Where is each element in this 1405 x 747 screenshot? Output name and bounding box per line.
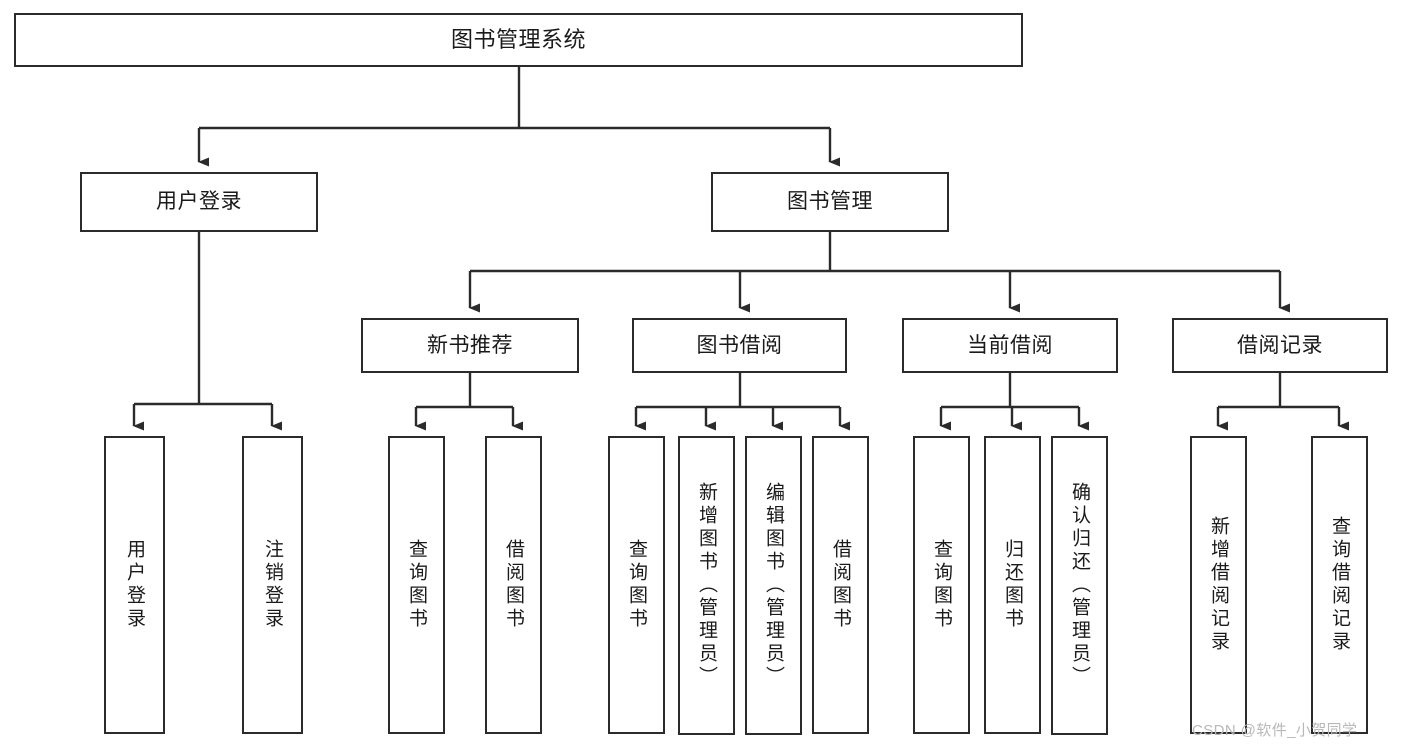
leaf-borrow-book-2-label: 借阅图书 [830,539,851,631]
leaf-edit-book-admin-label: 编辑图书（管理员） [763,482,784,689]
leaf-query-book-3-label: 查询图书 [931,539,952,631]
leaf-query-book-2-label: 查询图书 [626,539,647,631]
node-new-book-rec[interactable]: 新书推荐 [361,318,579,373]
edges-book-borrow-to-leaves [634,373,850,431]
edges-borrow-record-to-leaves [1216,373,1349,431]
leaf-query-book-1-label: 查询图书 [406,539,427,631]
node-root-label: 图书管理系统 [450,26,586,52]
node-book-manage[interactable]: 图书管理 [711,172,949,232]
leaf-add-book-admin-label: 新增图书（管理员） [696,482,717,689]
node-root[interactable]: 图书管理系统 [14,13,1023,67]
leaf-query-borrow-record[interactable]: 查询借阅记录 [1311,436,1368,734]
leaf-add-borrow-record-label: 新增借阅记录 [1208,516,1229,654]
edges-user-login-to-leaves [132,232,282,431]
node-user-login-label: 用户登录 [156,190,242,214]
leaf-confirm-return-admin-label: 确认归还（管理员） [1069,482,1090,689]
node-book-borrow[interactable]: 图书借阅 [632,318,847,373]
leaf-query-book-3[interactable]: 查询图书 [913,436,970,734]
leaf-user-login[interactable]: 用户登录 [104,436,165,734]
edges-book-manage-to-level3 [468,232,1290,313]
leaf-confirm-return-admin[interactable]: 确认归还（管理员） [1051,436,1108,735]
leaf-query-borrow-record-label: 查询借阅记录 [1329,516,1350,654]
leaf-user-login-label: 用户登录 [124,539,145,631]
node-borrow-record-label: 借阅记录 [1237,333,1323,357]
node-borrow-record[interactable]: 借阅记录 [1172,318,1388,373]
leaf-query-book-1[interactable]: 查询图书 [388,436,445,734]
leaf-borrow-book-1[interactable]: 借阅图书 [485,436,542,734]
node-new-book-rec-label: 新书推荐 [427,333,513,357]
node-book-borrow-label: 图书借阅 [696,333,783,357]
edges-new-book-rec-to-leaves [414,373,523,431]
leaf-edit-book-admin[interactable]: 编辑图书（管理员） [745,436,802,735]
leaf-return-book-label: 归还图书 [1002,539,1023,631]
leaf-add-book-admin[interactable]: 新增图书（管理员） [678,436,735,735]
edges-root-to-level2 [197,67,840,167]
leaf-query-book-2[interactable]: 查询图书 [608,436,665,734]
node-book-manage-label: 图书管理 [787,190,873,214]
node-current-borrow[interactable]: 当前借阅 [902,318,1118,373]
leaf-add-borrow-record[interactable]: 新增借阅记录 [1190,436,1247,734]
leaf-borrow-book-1-label: 借阅图书 [503,539,524,631]
leaf-return-book[interactable]: 归还图书 [984,436,1041,734]
node-user-login[interactable]: 用户登录 [80,172,318,232]
leaf-user-logout[interactable]: 注销登录 [242,436,303,734]
leaf-borrow-book-2[interactable]: 借阅图书 [812,436,869,734]
node-current-borrow-label: 当前借阅 [967,333,1053,357]
edges-current-borrow-to-leaves [939,373,1089,431]
leaf-user-logout-label: 注销登录 [262,539,283,631]
